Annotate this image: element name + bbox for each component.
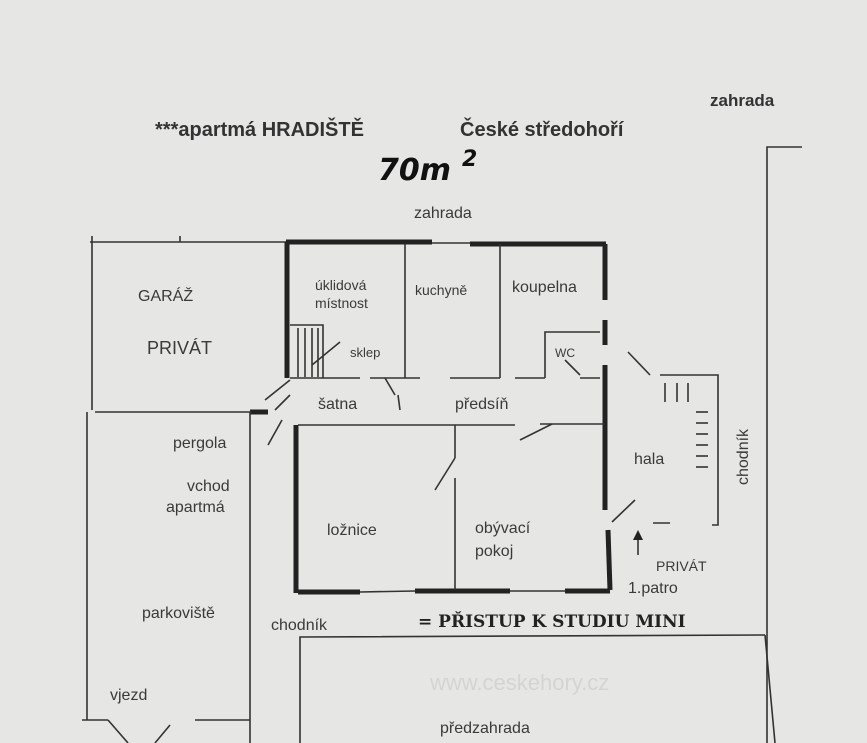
label-kitchen: kuchyně — [415, 282, 467, 298]
label-cleaning-room-1: úklidová — [315, 277, 367, 293]
label-garden-top-right: zahrada — [710, 91, 775, 110]
label-garden-top: zahrada — [414, 205, 472, 222]
area-superscript: 2 — [462, 147, 477, 172]
title-region: České středohoří — [460, 117, 625, 141]
label-path-bottom: chodník — [271, 617, 328, 634]
label-entrance-1: vchod — [187, 478, 230, 495]
label-hall: hala — [634, 451, 664, 468]
walls — [82, 146, 802, 743]
label-living-room-1: obývací — [475, 520, 531, 537]
title-apartment: ***apartmá HRADIŠTĚ — [155, 117, 364, 141]
label-front-garden: předzahrada — [440, 720, 530, 737]
label-garage-private: PRIVÁT — [147, 338, 212, 358]
label-bedroom: ložnice — [327, 522, 377, 539]
label-wardrobe: šatna — [318, 396, 357, 413]
watermark: www.ceskehory.cz — [429, 670, 609, 695]
label-private-floor-1: PRIVÁT — [656, 558, 707, 574]
arrow-up-icon — [633, 530, 643, 555]
label-studio-access: = PŘISTUP K STUDIU MINI — [418, 611, 686, 632]
label-private-floor-2: 1.patro — [628, 580, 678, 597]
label-entrance-2: apartmá — [166, 499, 225, 516]
label-wc: WC — [555, 346, 575, 360]
label-garage: GARÁŽ — [138, 286, 193, 305]
label-cleaning-room-2: místnost — [315, 295, 368, 311]
label-driveway: vjezd — [110, 687, 147, 704]
label-path-right: chodník — [735, 428, 752, 485]
area-label: 70m — [378, 153, 451, 188]
label-cellar: sklep — [350, 345, 380, 360]
label-living-room-2: pokoj — [475, 543, 513, 560]
label-bathroom: koupelna — [512, 279, 577, 296]
label-hallway: předsíň — [455, 396, 508, 413]
label-pergola: pergola — [173, 435, 226, 452]
stairs-icon — [290, 324, 341, 378]
label-parking: parkoviště — [142, 605, 215, 622]
